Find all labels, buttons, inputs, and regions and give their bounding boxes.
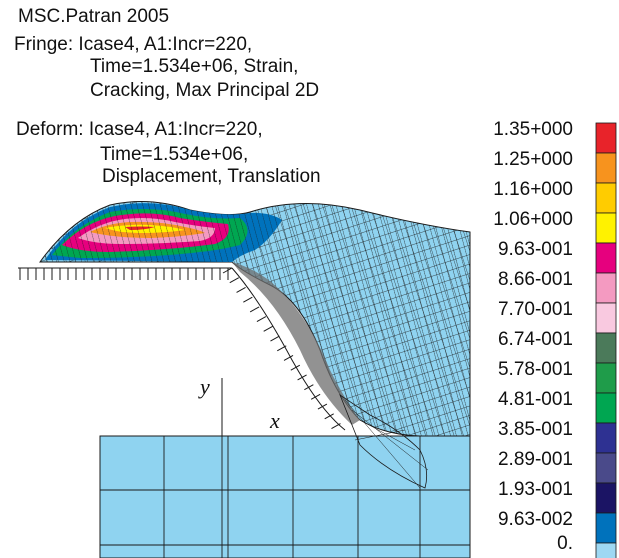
legend-label-9: 4.81-001 (497, 389, 573, 410)
legend-label-6: 7.70-001 (497, 299, 573, 320)
legend-swatch-5 (595, 272, 617, 304)
legend-swatch-4 (595, 242, 617, 274)
deform-line-2: Time=1.534e+06, (100, 144, 249, 165)
legend-swatch-13 (595, 512, 617, 544)
support-tick (229, 277, 240, 284)
ground-block (99, 435, 471, 558)
legend-swatch-11 (595, 452, 617, 484)
legend-swatch-10 (595, 422, 617, 454)
support-tick (256, 316, 267, 323)
legend-label-10: 3.85-001 (497, 419, 573, 440)
legend-label-0: 1.35+000 (493, 119, 573, 140)
legend-swatch-3 (595, 212, 617, 244)
legend-label-5: 8.66-001 (497, 269, 573, 290)
support-tick (243, 296, 253, 303)
legend-label-3: 1.06+000 (493, 209, 573, 230)
legend-swatch-12 (595, 482, 617, 514)
legend-swatch-6 (595, 302, 617, 334)
legend-label-12: 1.93-001 (497, 479, 573, 500)
support-tick (283, 355, 294, 361)
legend-swatch-9 (595, 392, 617, 424)
legend-label-11: 2.89-001 (497, 449, 573, 470)
legend-swatch-0 (595, 122, 617, 154)
support-tick (324, 413, 334, 420)
legend-colorbar (595, 122, 617, 558)
fringe-line-1: Fringe: Icase4, A1:Incr=220, (14, 34, 253, 55)
coordinate-axes (221, 378, 300, 437)
deform-line-3: Displacement, Translation (102, 166, 321, 187)
legend-label-2: 1.16+000 (493, 179, 573, 200)
support-tick (290, 364, 301, 371)
legend-swatch-14 (595, 542, 617, 558)
legend-label-7: 6.74-001 (497, 329, 573, 350)
y-axis-label: y (200, 374, 210, 399)
support-tick (263, 325, 273, 332)
strain-fringe-region (45, 203, 282, 262)
support-tick (270, 335, 280, 342)
legend-label-1: 1.25+000 (493, 149, 573, 170)
legend-label-13: 9.63-002 (497, 509, 573, 530)
support-tick (249, 306, 260, 313)
x-axis-label: x (270, 408, 280, 433)
support-tick (236, 287, 246, 293)
legend-swatch-8 (595, 362, 617, 394)
fringe-line-2: Time=1.534e+06, Strain, (90, 56, 299, 77)
support-tick (222, 267, 233, 274)
legend-swatch-1 (595, 152, 617, 184)
legend-label-8: 5.78-001 (497, 359, 573, 380)
legend-label-14: 0. (557, 533, 573, 554)
legend-swatch-2 (595, 182, 617, 214)
deform-line-1: Deform: Icase4, A1:Incr=220, (16, 119, 263, 140)
app-title: MSC.Patran 2005 (18, 6, 170, 27)
legend-swatch-7 (595, 332, 617, 364)
fringe-line-3: Cracking, Max Principal 2D (90, 80, 320, 101)
legend-label-4: 9.63-001 (497, 239, 573, 260)
fixed-support-hatch (18, 267, 346, 431)
